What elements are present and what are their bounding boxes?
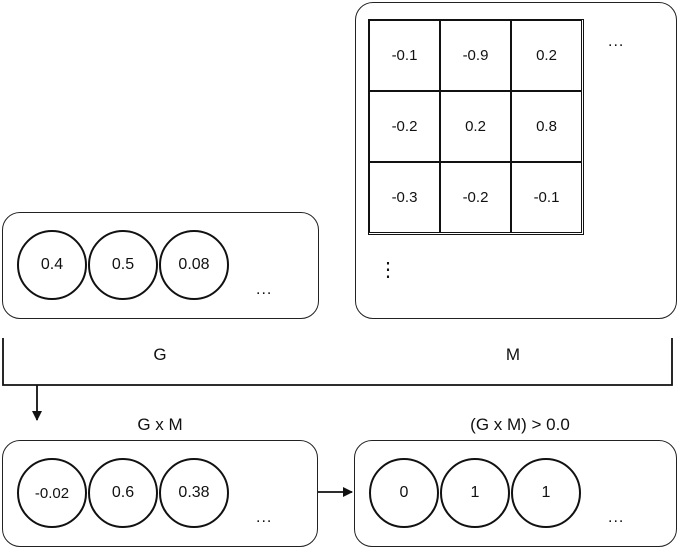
matrix-cell: 0.8 — [511, 91, 582, 162]
matrix-cell: 0.2 — [511, 20, 582, 91]
threshold-value-circle: 1 — [511, 458, 581, 528]
m-matrix-panel: -0.1 -0.9 0.2 -0.2 0.2 0.8 -0.3 -0.2 -0.… — [355, 2, 677, 319]
matrix-cell: -0.1 — [511, 162, 582, 233]
m-col-ellipsis: ⋮ — [378, 259, 399, 281]
threshold-value-circle: 1 — [440, 458, 510, 528]
threshold-title: (G x M) > 0.0 — [470, 415, 570, 434]
matrix-cell: -0.3 — [369, 162, 440, 233]
g-ellipsis: ... — [256, 281, 273, 298]
m-matrix-grid: -0.1 -0.9 0.2 -0.2 0.2 0.8 -0.3 -0.2 -0.… — [368, 19, 584, 235]
g-label: G — [153, 345, 167, 364]
g-value-circle: 0.4 — [17, 230, 87, 300]
threshold-value-circle: 0 — [369, 458, 439, 528]
product-title: G x M — [137, 415, 183, 434]
product-value-circle: -0.02 — [17, 458, 87, 528]
m-row-ellipsis: ... — [608, 33, 625, 50]
g-value-circle: 0.5 — [88, 230, 158, 300]
matrix-cell: -0.1 — [369, 20, 440, 91]
matrix-cell: -0.9 — [440, 20, 511, 91]
threshold-ellipsis: ... — [608, 509, 625, 526]
matrix-cell: -0.2 — [440, 162, 511, 233]
matrix-cell: -0.2 — [369, 91, 440, 162]
g-value-circle: 0.08 — [159, 230, 229, 300]
matrix-cell: 0.2 — [440, 91, 511, 162]
product-value-circle: 0.6 — [88, 458, 158, 528]
product-value-circle: 0.38 — [159, 458, 229, 528]
m-label: M — [505, 345, 521, 364]
product-vector-panel: -0.02 0.6 0.38 ... — [2, 440, 318, 547]
product-ellipsis: ... — [256, 509, 273, 526]
threshold-vector-panel: 0 1 1 ... — [354, 440, 677, 547]
input-bracket — [2, 338, 673, 386]
g-vector-panel: 0.4 0.5 0.08 ... — [2, 212, 319, 319]
